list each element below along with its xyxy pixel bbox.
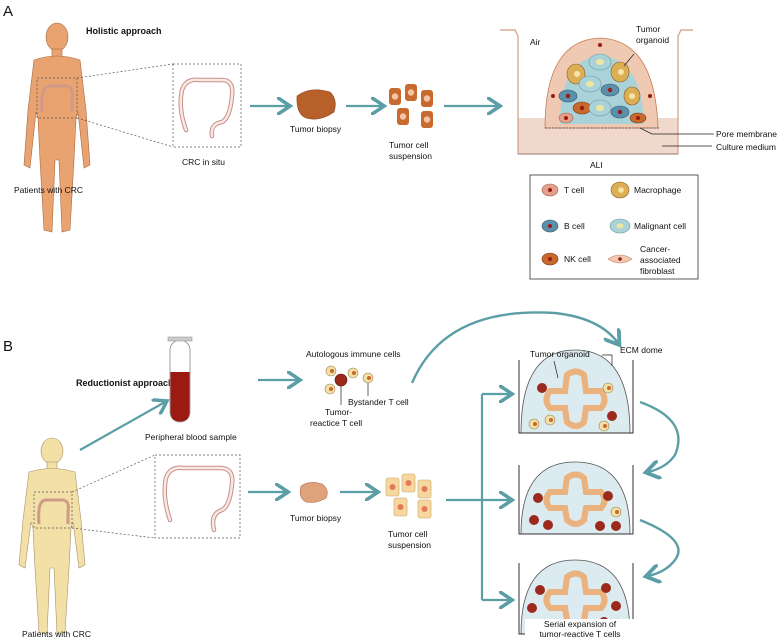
autologous-immune-label: Autologous immune cells	[306, 349, 401, 359]
legend-malignant-cell: Malignant cell	[609, 218, 686, 234]
colon-small-a	[40, 84, 74, 113]
legend-macrophage: Macrophage	[610, 181, 682, 199]
legend-nk-cell: NK cell	[541, 252, 591, 266]
panel-a-letter: A	[3, 3, 13, 20]
cell-suspension-label-a-1: Tumor cell	[389, 140, 428, 150]
cell-legend	[529, 174, 699, 280]
svg-text:fibroblast: fibroblast	[640, 266, 675, 276]
ecm-dome-label: ECM dome	[620, 345, 663, 355]
colon-region-box-b	[33, 491, 73, 529]
tumor-biopsy-label-a: Tumor biopsy	[290, 124, 342, 134]
autologous-immune-cells	[324, 365, 374, 395]
svg-text:associated: associated	[640, 255, 681, 265]
ali-label: ALI	[590, 160, 603, 170]
colon-region-box-a	[36, 77, 78, 119]
holistic-approach-label: Holistic approach	[86, 26, 162, 36]
tumor-organoid-cells	[551, 43, 652, 124]
serial-expansion-caption: Serial expansion of tumor-reactive T cel…	[525, 619, 635, 639]
patient-figure-b	[18, 437, 86, 635]
culture-medium-label: Culture medium	[716, 142, 776, 152]
arrow-curve-to-culture	[410, 311, 618, 384]
air-label: Air	[530, 37, 541, 47]
tumor-biopsy-tissue-b	[299, 482, 328, 503]
arrow-to-blood	[79, 402, 165, 451]
reductionist-approach-label: Reductionist approach	[76, 378, 174, 388]
svg-text:B cell: B cell	[564, 221, 585, 231]
tumor-organoid-label-b: Tumor organoid	[530, 349, 590, 359]
peripheral-blood-label: Peripheral blood sample	[145, 432, 237, 442]
serial-arrow-1	[639, 400, 680, 472]
tumor-cell-suspension-a	[389, 84, 433, 128]
transwell-ali	[500, 29, 693, 155]
legend-caf: Cancer- associated fibroblast	[607, 244, 681, 276]
crc-in-situ-label: CRC in situ	[182, 157, 225, 167]
ecm-dome-2	[518, 461, 634, 535]
legend-b-cell: B cell	[541, 219, 585, 233]
bystander-label: Bystander T cell	[348, 397, 409, 407]
cell-suspension-label-a-2: suspension	[389, 151, 432, 161]
crc-in-situ-box	[172, 63, 242, 148]
tumor-biopsy-label-b: Tumor biopsy	[290, 513, 342, 523]
tumor-biopsy-tissue-a	[296, 89, 336, 120]
svg-text:Malignant cell: Malignant cell	[634, 221, 686, 231]
cell-suspension-label-b-1: Tumor cell	[388, 529, 427, 539]
blood-tube	[167, 336, 193, 423]
panel-b-letter: B	[3, 338, 13, 355]
pore-membrane-label: Pore membrane	[716, 129, 777, 139]
svg-text:T cell: T cell	[564, 185, 584, 195]
serial-expansion-line-2: tumor-reactive T cells	[539, 629, 621, 639]
serial-arrow-2	[639, 518, 680, 576]
branch-arrows	[446, 394, 510, 600]
svg-text:NK cell: NK cell	[564, 254, 591, 264]
tumor-organoid-label-2: organoid	[636, 35, 669, 45]
svg-text:Cancer-: Cancer-	[640, 244, 670, 254]
colon-illustration-a	[178, 77, 235, 139]
patients-with-crc-label-a: Patients with CRC	[14, 185, 83, 195]
ecm-dome-1	[518, 349, 634, 434]
legend-t-cell: T cell	[541, 183, 584, 197]
cell-suspension-label-b-2: suspension	[388, 540, 431, 550]
patients-with-crc-label-b: Patients with CRC	[22, 629, 91, 639]
tumor-reactive-label-1: Tumor-	[325, 407, 352, 417]
tumor-reactive-label-2: reactice T cell	[310, 418, 362, 428]
tumor-organoid-label-1: Tumor	[636, 24, 660, 34]
serial-expansion-line-1: Serial expansion of	[543, 619, 617, 629]
svg-text:Macrophage: Macrophage	[634, 185, 682, 195]
patient-figure-a	[23, 22, 91, 233]
tumor-cell-suspension-b	[385, 473, 432, 519]
